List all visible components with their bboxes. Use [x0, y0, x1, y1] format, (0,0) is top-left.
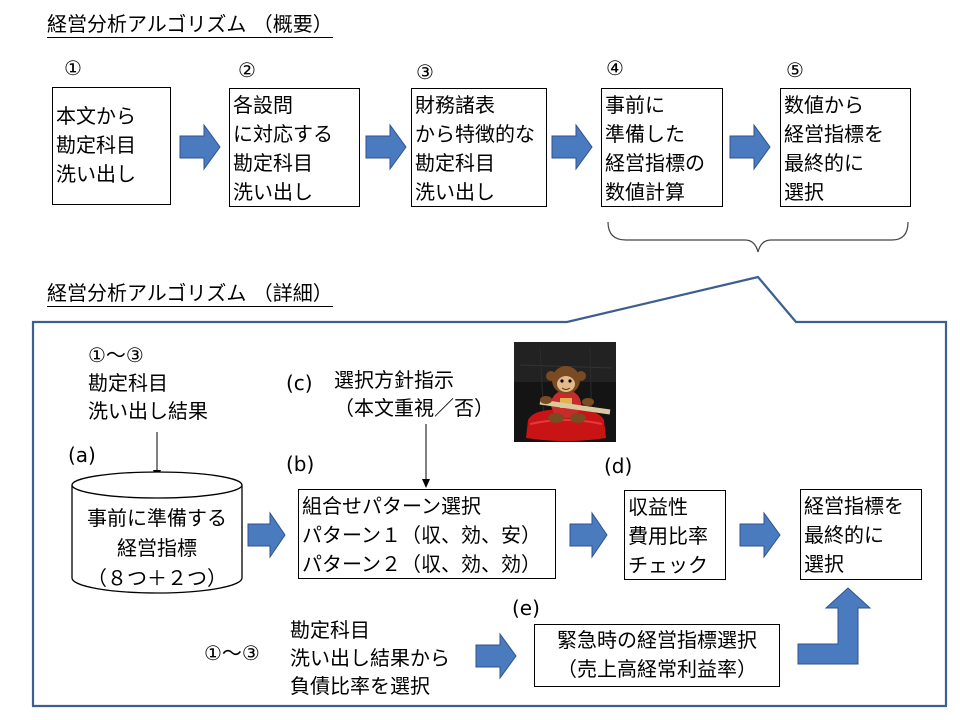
emergency-select-line: 緊急時の経営指標選択 — [557, 628, 757, 652]
step-box-2: 各設問 に対応する 勘定科目 洗い出し — [229, 88, 360, 207]
check-box-line: 費用比率 — [628, 524, 708, 548]
step-box-3: 財務諸表 から特徴的な 勘定科目 洗い出し — [411, 88, 547, 207]
step-box-5-line: 経営指標を — [784, 122, 884, 146]
label-c: (c) — [286, 371, 313, 395]
pattern-select-line: パターン２（収、効、効） — [302, 552, 541, 576]
bottom-input-line: 勘定科目 — [290, 618, 370, 642]
pattern-select-box: 組合せパターン選択 パターン１（収、効、安） パターン２（収、効、効） — [298, 489, 556, 579]
arrow-pattern-to-check — [569, 511, 608, 559]
database-line: 経営指標 — [117, 536, 197, 560]
step-box-1: 本文から 勘定科目 洗い出し — [52, 87, 171, 205]
bottom-input-text: 勘定科目 洗い出し結果から 負債比率を選択 — [290, 616, 450, 700]
step-box-1-line: 勘定科目 — [56, 133, 136, 157]
bottom-input-number: ①～③ — [204, 641, 260, 665]
database-text: 事前に準備する 経営指標 （８つ＋２つ） — [72, 503, 242, 593]
policy-text: 選択方針指示 （本文重視／否） — [334, 366, 494, 422]
emergency-select-line: （売上高経常利益率） — [557, 657, 757, 681]
arrow-bottom-input-to-emergency — [475, 632, 517, 680]
database-line: 事前に準備する — [87, 506, 227, 530]
database-line: （８つ＋２つ） — [87, 566, 227, 590]
check-box-line: チェック — [628, 553, 708, 577]
check-box: 収益性 費用比率 チェック — [624, 490, 726, 580]
step-box-1-line: 洗い出し — [56, 162, 136, 186]
overview-arrow-4 — [729, 123, 771, 171]
final-select-line: 最終的に — [804, 523, 884, 547]
step-box-4-line: 事前に — [605, 93, 665, 117]
arrow-database-to-pattern — [247, 511, 286, 559]
overview-arrow-2 — [365, 123, 407, 171]
check-box-line: 収益性 — [628, 495, 688, 519]
step-number-3: ③ — [416, 60, 434, 84]
step-box-5-line: 選択 — [784, 180, 824, 204]
brace — [607, 221, 909, 253]
arrow-policy-to-pattern — [422, 424, 430, 488]
label-a: (a) — [68, 443, 96, 467]
step-box-3-line: 財務諸表 — [415, 93, 495, 117]
label-b: (b) — [286, 452, 315, 476]
pattern-select-line: パターン１（収、効、安） — [302, 523, 541, 547]
step-box-4-line: 経営指標の — [605, 151, 705, 175]
step-box-2-line: 各設問 — [233, 93, 293, 117]
step-box-2-line: 洗い出し — [233, 180, 313, 204]
arrow-check-to-final — [739, 511, 781, 559]
step-box-5-line: 数値から — [784, 93, 864, 117]
step-box-2-line: に対応する — [233, 122, 333, 146]
input-results-line: ①～③ — [88, 343, 144, 367]
step-box-4: 事前に 準備した 経営指標の 数値計算 — [601, 88, 723, 207]
pattern-select-line: 組合せパターン選択 — [302, 494, 481, 518]
label-e: (e) — [512, 596, 540, 620]
step-box-4-line: 数値計算 — [605, 180, 685, 204]
step-box-3-line: から特徴的な — [415, 122, 535, 146]
input-results-line: 勘定科目 — [88, 371, 168, 395]
step-number-4: ④ — [606, 56, 624, 80]
final-select-line: 選択 — [804, 552, 844, 576]
step-box-2-line: 勘定科目 — [233, 151, 313, 175]
overview-arrow-1 — [179, 123, 221, 171]
bent-arrow-emergency-to-final — [797, 587, 872, 665]
final-select-box: 経営指標を 最終的に 選択 — [800, 489, 922, 580]
overview-heading: 経営分析アルゴリズム （概要） — [47, 12, 333, 38]
step-box-3-line: 洗い出し — [415, 180, 495, 204]
step-box-5: 数値から 経営指標を 最終的に 選択 — [780, 88, 911, 207]
step-number-2: ② — [238, 58, 256, 82]
detail-heading: 経営分析アルゴリズム （詳細） — [47, 281, 333, 307]
database-cylinder — [71, 471, 243, 594]
step-box-4-line: 準備した — [605, 122, 685, 146]
step-box-5-line: 最終的に — [784, 151, 864, 175]
final-select-line: 経営指標を — [804, 494, 904, 518]
step-box-3-line: 勘定科目 — [415, 151, 495, 175]
bottom-input-line: 洗い出し結果から — [290, 646, 450, 670]
toy-monkey-photo — [514, 342, 616, 442]
emergency-select-box: 緊急時の経営指標選択 （売上高経常利益率） — [534, 624, 780, 687]
policy-line: （本文重視／否） — [334, 396, 494, 420]
detail-panel-border — [31, 275, 948, 708]
input-results-line: 洗い出し結果 — [88, 399, 208, 423]
overview-arrow-3 — [551, 123, 593, 171]
input-results-text: ①～③ 勘定科目 洗い出し結果 — [88, 341, 208, 425]
step-number-1: ① — [64, 56, 82, 80]
step-box-1-line: 本文から — [56, 104, 136, 128]
label-d: (d) — [604, 454, 633, 478]
bottom-input-line: 負債比率を選択 — [290, 674, 430, 698]
step-number-5: ⑤ — [786, 58, 804, 82]
policy-line: 選択方針指示 — [334, 368, 454, 392]
